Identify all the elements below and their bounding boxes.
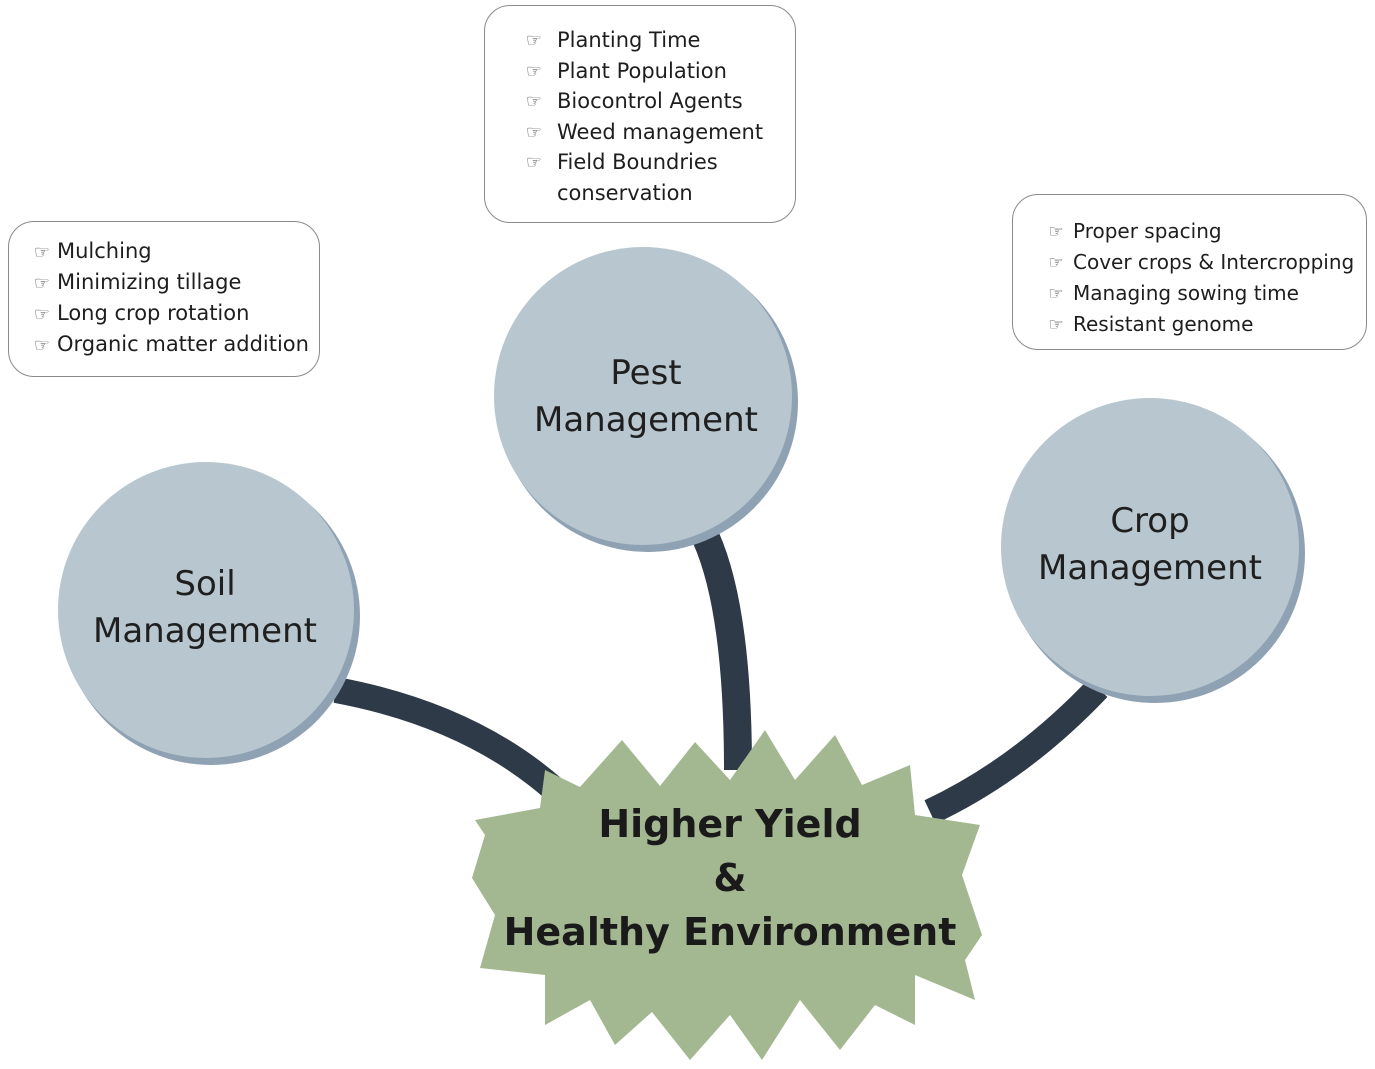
list-item: ☞ Biocontrol Agents [521, 86, 782, 117]
pointing-hand-icon: ☞ [525, 60, 543, 82]
pointing-hand-icon: ☞ [33, 242, 51, 263]
center-line: Higher Yield [598, 802, 862, 846]
list-item: ☞ Resistant genome [1043, 309, 1360, 340]
pointing-hand-icon: ☞ [1048, 315, 1064, 335]
node-title-line: Pest [610, 353, 682, 393]
list-item-label: Plant Population [557, 58, 727, 83]
pointing-hand-icon: ☞ [33, 273, 51, 294]
list-item-label: Biocontrol Agents [557, 89, 743, 114]
list-item-label: Cover crops & Intercropping [1073, 250, 1355, 274]
list-item-label: Field Boundries conservation [557, 150, 718, 205]
node-pest-circle [494, 247, 798, 552]
soil-management-label: Soil Management [60, 561, 350, 655]
soil-practices-box: ☞ Mulching ☞ Minimizing tillage ☞ Long crop… [8, 221, 320, 377]
list-item-label: Mulching [57, 239, 152, 263]
list-item-label: Managing sowing time [1073, 281, 1299, 305]
list-item-label: Proper spacing [1073, 219, 1222, 243]
list-item-label: Planting Time [557, 28, 701, 52]
pointing-hand-icon: ☞ [1048, 284, 1064, 304]
connector-soil [333, 677, 564, 800]
connector-crop [924, 679, 1108, 824]
list-item-label: Minimizing tillage [57, 270, 242, 294]
pest-practices-box: ☞ Planting Time ☞ Plant Population ☞ Biocon… [484, 5, 796, 223]
list-item-label: Long crop rotation [57, 301, 250, 325]
center-outcome-label: Higher Yield & Healthy Environment [490, 797, 970, 959]
pointing-hand-icon: ☞ [33, 304, 51, 325]
list-item: ☞ Organic matter addition [29, 329, 309, 360]
pointing-hand-icon: ☞ [525, 121, 543, 143]
pointing-hand-icon: ☞ [1048, 222, 1064, 242]
list-item: ☞ Field Boundries conservation [521, 147, 782, 208]
node-title-line: Soil [174, 564, 236, 604]
pointing-hand-icon: ☞ [33, 335, 51, 356]
node-soil-circle [58, 462, 360, 765]
list-item: ☞ Weed management [521, 117, 782, 148]
connector-pest [693, 532, 752, 771]
node-title-line: Crop [1110, 501, 1190, 541]
pest-practices-list: ☞ Planting Time ☞ Plant Population ☞ Biocon… [521, 25, 785, 209]
list-item: ☞ Managing sowing time [1043, 278, 1360, 309]
pointing-hand-icon: ☞ [525, 30, 543, 51]
crop-management-label: Crop Management [1005, 498, 1295, 592]
list-item: ☞ Minimizing tillage [29, 267, 309, 298]
list-item-label: Resistant genome [1073, 312, 1254, 336]
node-title-line: Management [534, 400, 758, 440]
list-item: ☞ Proper spacing [1043, 216, 1360, 247]
list-item: ☞ Mulching [29, 236, 309, 267]
pointing-hand-icon: ☞ [525, 91, 543, 113]
center-line: & [713, 856, 747, 900]
pest-management-label: Pest Management [500, 350, 792, 444]
list-item: ☞ Long crop rotation [29, 298, 309, 329]
list-item: ☞ Planting Time [521, 25, 782, 56]
crop-practices-list: ☞ Proper spacing ☞ Cover crops & Intercrop… [1043, 216, 1360, 340]
list-item-label: Organic matter addition [57, 332, 309, 356]
list-item: ☞ Cover crops & Intercropping [1043, 247, 1360, 278]
list-item: ☞ Plant Population [521, 56, 782, 87]
crop-practices-box: ☞ Proper spacing ☞ Cover crops & Intercrop… [1012, 194, 1367, 350]
pointing-hand-icon: ☞ [1048, 253, 1064, 273]
node-crop-circle [1001, 398, 1305, 703]
center-line: Healthy Environment [503, 910, 957, 954]
node-title-line: Management [1038, 548, 1262, 588]
center-starburst [472, 730, 982, 1060]
soil-practices-list: ☞ Mulching ☞ Minimizing tillage ☞ Long crop… [29, 236, 309, 360]
pointing-hand-icon: ☞ [525, 152, 543, 174]
node-title-line: Management [93, 611, 317, 651]
list-item-label: Weed management [557, 119, 764, 144]
